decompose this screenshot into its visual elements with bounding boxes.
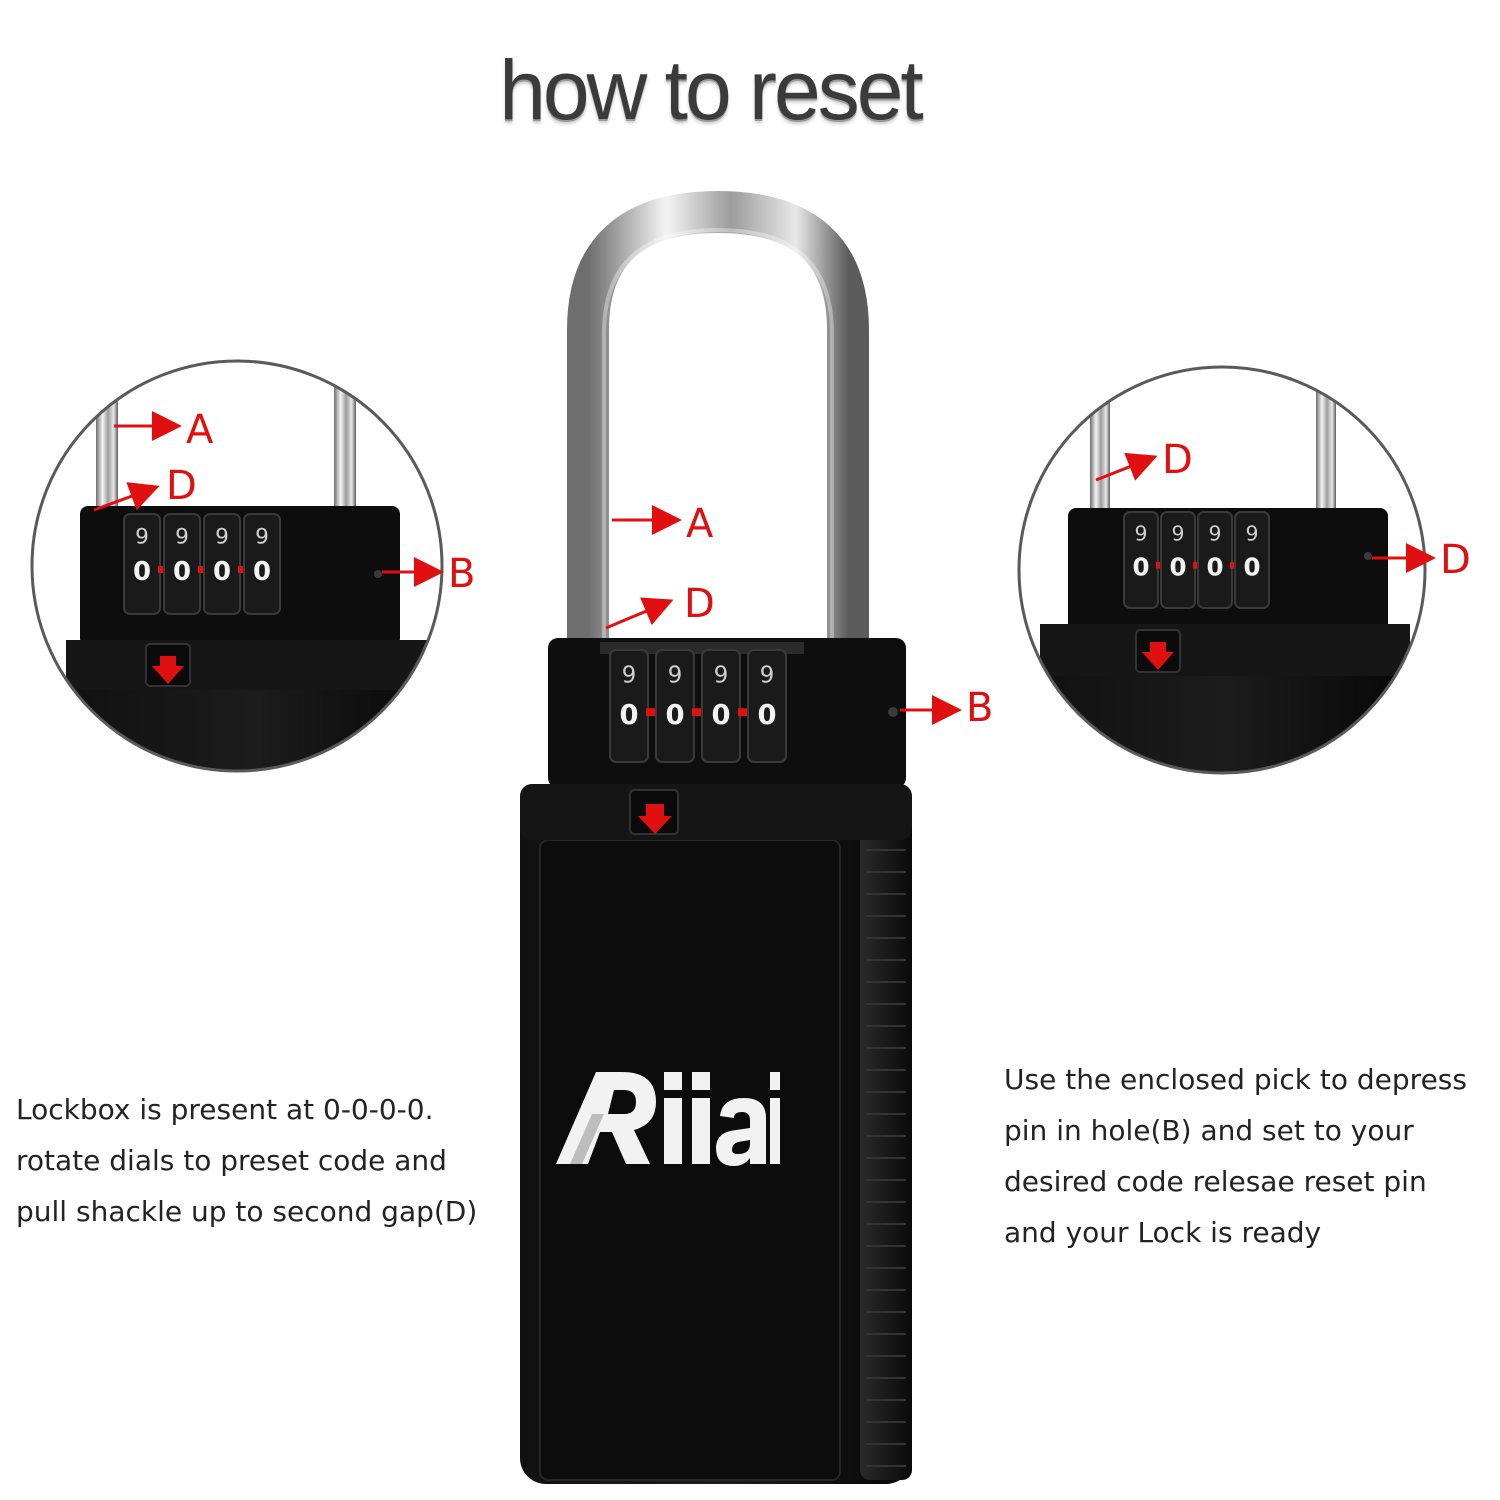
dial-digit: 0 <box>619 700 638 731</box>
dial-adjacent-digit: 6 <box>135 522 149 547</box>
instruction-left-line-1: Lockbox is present at 0-0-0-0. <box>16 1093 434 1126</box>
label-main-b: B <box>966 685 994 731</box>
instruction-right-line-2: pin in hole(B) and set to your <box>1004 1114 1414 1147</box>
dial-adjacent-digit: 6 <box>255 522 269 547</box>
instruction-left-line-3: pull shackle up to second gap(D) <box>16 1195 478 1228</box>
dial-marker <box>158 566 166 573</box>
main-lockbox <box>520 190 912 1484</box>
dial-digit: 0 <box>1132 552 1149 581</box>
dial-adjacent-digit: 6 <box>1246 520 1259 544</box>
brand-logo <box>556 1072 780 1166</box>
page-title: how to reset <box>499 43 924 137</box>
dial-digit: 0 <box>757 700 776 731</box>
dial-wheel <box>1197 511 1233 609</box>
release-arrow <box>638 804 672 834</box>
dial-adjacent-digit: 6 <box>1135 520 1148 544</box>
dial-adjacent-digit: 6 <box>622 660 637 686</box>
instructions-left: Lockbox is present at 0-0-0-0. rotate di… <box>16 1084 576 1237</box>
dial-adjacent-digit: 6 <box>714 660 729 686</box>
dial-marker <box>1230 561 1237 569</box>
dial-digit: 0 <box>213 557 231 587</box>
dial-wheel <box>655 649 695 763</box>
instruction-left-line-2: rotate dials to preset code and <box>16 1144 447 1177</box>
dial-wheel <box>747 649 787 763</box>
dial-marker <box>692 708 704 717</box>
dial-adjacent-digit: 6 <box>668 660 683 686</box>
instruction-right-line-1: Use the enclosed pick to depress <box>1004 1063 1467 1096</box>
dial-wheel <box>123 513 161 615</box>
dial-digit: 0 <box>665 700 684 731</box>
arrow-left-d <box>93 482 160 512</box>
reset-hole-b <box>888 707 898 717</box>
dial-marker <box>1156 561 1163 569</box>
dial-wheel <box>701 649 741 763</box>
label-left-b: B <box>448 551 476 597</box>
dial-marker <box>646 708 658 717</box>
label-left-a: A <box>186 407 214 453</box>
instruction-right-line-3: desired code relesae reset pin <box>1004 1165 1427 1198</box>
label-left-d: D <box>166 463 197 509</box>
dial-adjacent-digit: 6 <box>1172 520 1185 544</box>
dial-adjacent-digit: 6 <box>1209 520 1222 544</box>
callout-arrows <box>93 411 1436 725</box>
dial-wheel <box>1160 511 1196 609</box>
dial-adjacent-digit: 6 <box>175 522 189 547</box>
label-right-d-side: D <box>1440 537 1471 583</box>
dial-wheel <box>243 513 281 615</box>
dial-digit: 0 <box>253 557 271 587</box>
dial-digit: 0 <box>1169 552 1186 581</box>
dial-digit: 0 <box>1243 552 1260 581</box>
dial-marker <box>738 708 750 717</box>
dial-wheel <box>1123 511 1159 609</box>
dial-adjacent-digit: 6 <box>215 522 229 547</box>
dial-marker <box>198 566 206 573</box>
instructions-right: Use the enclosed pick to depress pin in … <box>1004 1054 1494 1258</box>
dial-wheel <box>203 513 241 615</box>
shackle <box>567 190 869 670</box>
dial-wheel <box>1234 511 1270 609</box>
arrow-right-d-top <box>1095 452 1158 482</box>
dial-marker <box>1193 561 1200 569</box>
dial-digit: 0 <box>1206 552 1223 581</box>
dial-wheel <box>163 513 201 615</box>
label-main-d: D <box>684 581 715 627</box>
dial-digit: 0 <box>173 557 191 587</box>
label-main-a: A <box>686 501 714 547</box>
dial-digit: 0 <box>133 557 151 587</box>
dial-wheel <box>609 649 649 763</box>
dial-marker <box>238 566 246 573</box>
label-right-d-top: D <box>1162 437 1193 483</box>
grip-ridges <box>866 849 906 1467</box>
dial-group-main: 6 0 6 0 6 0 6 0 <box>609 649 787 763</box>
dial-digit: 0 <box>711 700 730 731</box>
instruction-right-line-4: and your Lock is ready <box>1004 1216 1322 1249</box>
dial-adjacent-digit: 6 <box>760 660 775 686</box>
arrow-main-d <box>605 597 674 630</box>
